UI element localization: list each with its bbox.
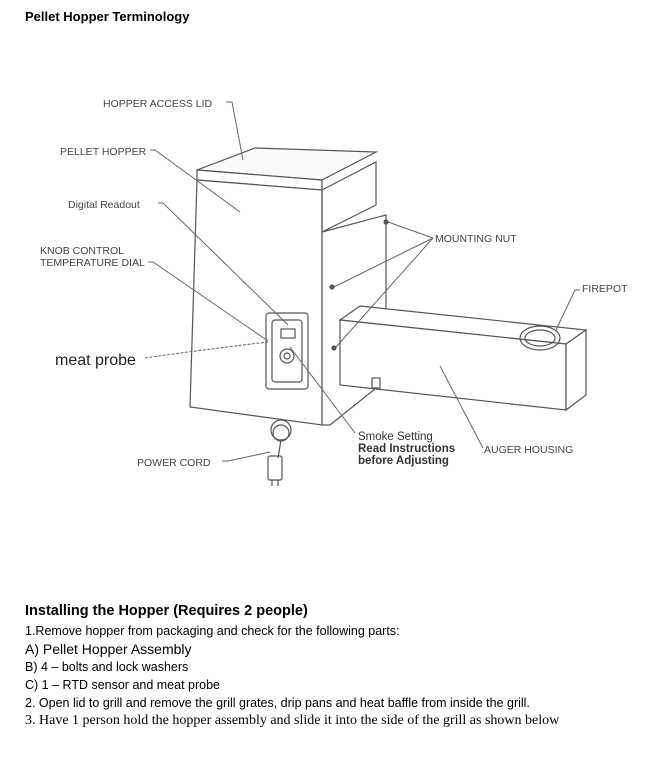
label-meat-probe: meat probe: [55, 352, 136, 369]
label-mounting-nut: MOUNTING NUT: [435, 233, 517, 245]
part-a: A) Pellet Hopper Assembly: [25, 641, 192, 657]
label-auger-housing: AUGER HOUSING: [484, 444, 573, 456]
installation-instructions: Installing the Hopper (Requires 2 people…: [25, 603, 655, 730]
leader-lines: [144, 101, 580, 462]
step-3: 3. Have 1 person hold the hopper assembl…: [25, 713, 560, 728]
label-digital-readout: Digital Readout: [68, 199, 140, 211]
label-read-instructions: Read Instructions: [358, 443, 455, 455]
step-1: 1.Remove hopper from packaging and check…: [25, 624, 400, 638]
label-before-adjusting: before Adjusting: [358, 455, 449, 467]
label-pellet-hopper: PELLET HOPPER: [60, 146, 147, 158]
diagram-labels: HOPPER ACCESS LID PELLET HOPPER Digital …: [40, 98, 628, 469]
hopper-diagram: HOPPER ACCESS LID PELLET HOPPER Digital …: [40, 98, 628, 486]
page-title: Pellet Hopper Terminology: [25, 9, 190, 24]
label-firepot: FIREPOT: [582, 283, 628, 295]
label-knob-control: KNOB CONTROL: [40, 245, 124, 257]
label-smoke-setting: Smoke Setting: [358, 431, 433, 443]
part-c: C) 1 – RTD sensor and meat probe: [25, 678, 221, 692]
instructions-heading: Installing the Hopper (Requires 2 people…: [25, 603, 308, 619]
label-hopper-access-lid: HOPPER ACCESS LID: [103, 98, 213, 110]
hopper-drawing: [189, 147, 588, 486]
part-b: B) 4 – bolts and lock washers: [25, 660, 189, 674]
label-power-cord: POWER CORD: [137, 457, 211, 469]
step-2: 2. Open lid to grill and remove the gril…: [25, 696, 530, 710]
label-temperature-dial: TEMPERATURE DIAL: [40, 257, 145, 269]
